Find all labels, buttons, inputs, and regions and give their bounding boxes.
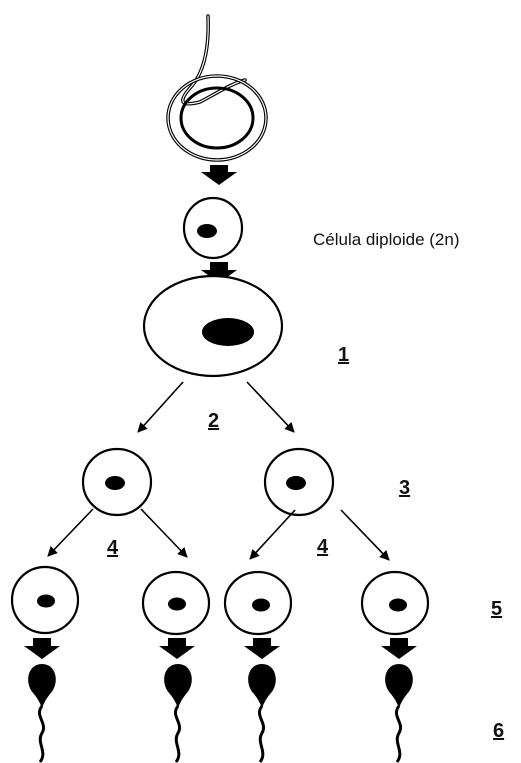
block-arrow-5 <box>244 638 280 659</box>
block-arrow-6 <box>381 638 417 659</box>
nucleus-spermatid-1 <box>37 594 55 608</box>
division-arrow-1r <box>246 381 295 433</box>
block-arrow-2 <box>201 262 237 283</box>
seminiferous-tubule-icon <box>166 14 268 162</box>
label-2: 2 <box>208 410 220 432</box>
nucleus-spermatid-3 <box>252 598 270 612</box>
sperm-2-icon <box>164 664 192 763</box>
nucleus-secondary-right <box>286 476 306 490</box>
nucleus-secondary-left <box>105 476 125 490</box>
division-arrow-2b <box>140 508 188 558</box>
sperm-3-icon <box>248 664 276 763</box>
nucleus-diploid <box>197 224 217 238</box>
sperm-cells <box>28 664 413 763</box>
division-arrow-2a <box>47 508 94 557</box>
diploid-cell-caption: Célula diploide (2n) <box>313 230 460 249</box>
label-1: 1 <box>338 344 350 366</box>
nucleus-spermatid-4 <box>389 598 407 612</box>
label-3: 3 <box>399 477 411 499</box>
sperm-1-icon <box>28 664 56 763</box>
block-arrow-3 <box>24 638 60 659</box>
label-6: 6 <box>493 720 505 742</box>
label-5: 5 <box>491 598 503 620</box>
division-arrow-2d <box>340 509 390 561</box>
block-arrow-1 <box>201 165 237 185</box>
division-arrow-1l <box>137 381 184 433</box>
nucleus-spermatid-2 <box>168 597 186 611</box>
sperm-4-icon <box>385 664 413 763</box>
nucleus-primary <box>202 318 254 346</box>
division-arrow-2c <box>249 509 296 560</box>
label-4-right: 4 <box>317 536 329 558</box>
label-4-left: 4 <box>107 537 119 559</box>
block-arrow-4 <box>159 638 195 659</box>
